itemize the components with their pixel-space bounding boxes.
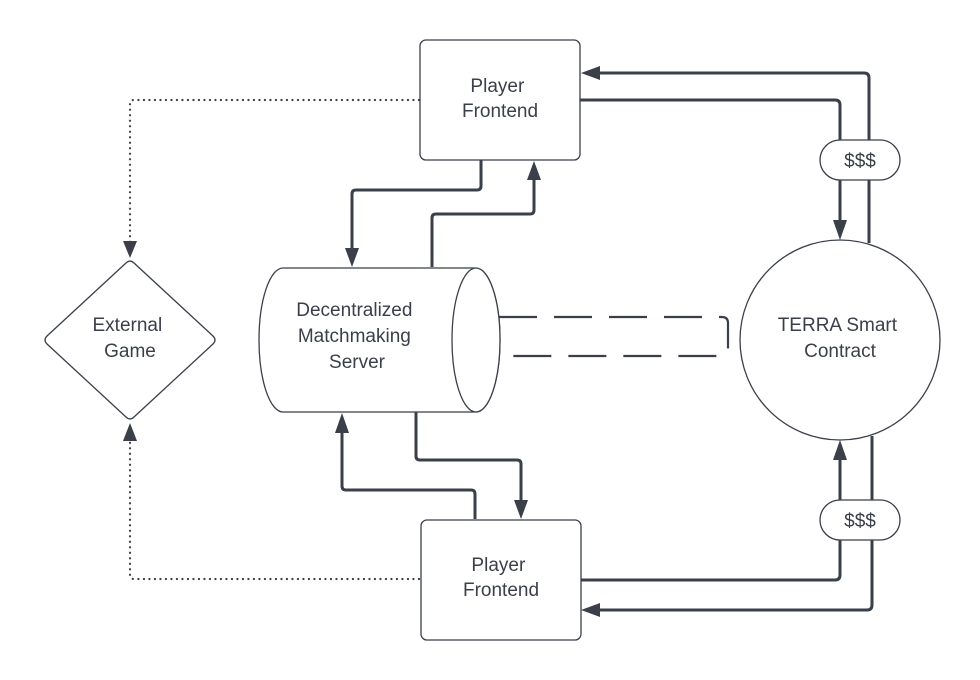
edge-smart-contract-to-top-frontend[interactable]: [598, 71, 871, 243]
arrowhead-up-icon: [527, 161, 541, 180]
node-label: External Game: [93, 315, 168, 362]
arrowhead-down-icon: [123, 241, 137, 258]
edge-bottom-frontend-to-matchmaking[interactable]: [340, 432, 477, 519]
edge-bottom-frontend-to-smart-contract[interactable]: [580, 458, 842, 582]
node-label: Player Frontend: [462, 76, 538, 122]
arrowhead-down-icon: [833, 220, 847, 240]
edge-top-frontend-to-external-game[interactable]: [128, 98, 421, 244]
node-smart-contract[interactable]: TERRA Smart Contract: [739, 239, 941, 441]
arrowhead-down-icon: [345, 248, 359, 267]
arrowhead-left-icon: [581, 66, 600, 80]
edge-top-frontend-to-matchmaking[interactable]: [350, 160, 483, 250]
node-label: TERRA Smart Contract: [778, 315, 903, 362]
arrowhead-up-icon: [833, 440, 847, 460]
arrowhead-down-icon: [514, 500, 528, 519]
node-label: Decentralized Matchmaking Server: [296, 300, 417, 373]
node-matchmaking-server[interactable]: Decentralized Matchmaking Server: [258, 267, 501, 413]
edge-matchmaking-to-top-frontend[interactable]: [430, 180, 536, 267]
edge-smart-contract-to-bottom-frontend[interactable]: [598, 436, 874, 612]
edge-matchmaking-to-bottom-frontend[interactable]: [414, 412, 523, 502]
edge-label-payment-bottom: $$$: [819, 499, 901, 541]
arrowhead-up-icon: [123, 423, 137, 441]
payment-label: $$$: [844, 511, 876, 532]
node-external-game[interactable]: External Game: [44, 260, 216, 420]
node-player-frontend-top[interactable]: Player Frontend: [419, 39, 581, 161]
arrowhead-left-icon: [581, 603, 600, 617]
edge-label-payment-top: $$$: [819, 139, 901, 181]
edge-top-frontend-to-smart-contract[interactable]: [580, 98, 842, 222]
edge-matchmaking-smart-contract-loop[interactable]: [492, 315, 730, 358]
payment-label: $$$: [844, 151, 876, 172]
edge-bottom-frontend-to-external-game[interactable]: [128, 435, 421, 581]
node-label: Player Frontend: [463, 555, 539, 601]
node-player-frontend-bottom[interactable]: Player Frontend: [420, 519, 582, 641]
arrowhead-up-icon: [335, 413, 349, 433]
